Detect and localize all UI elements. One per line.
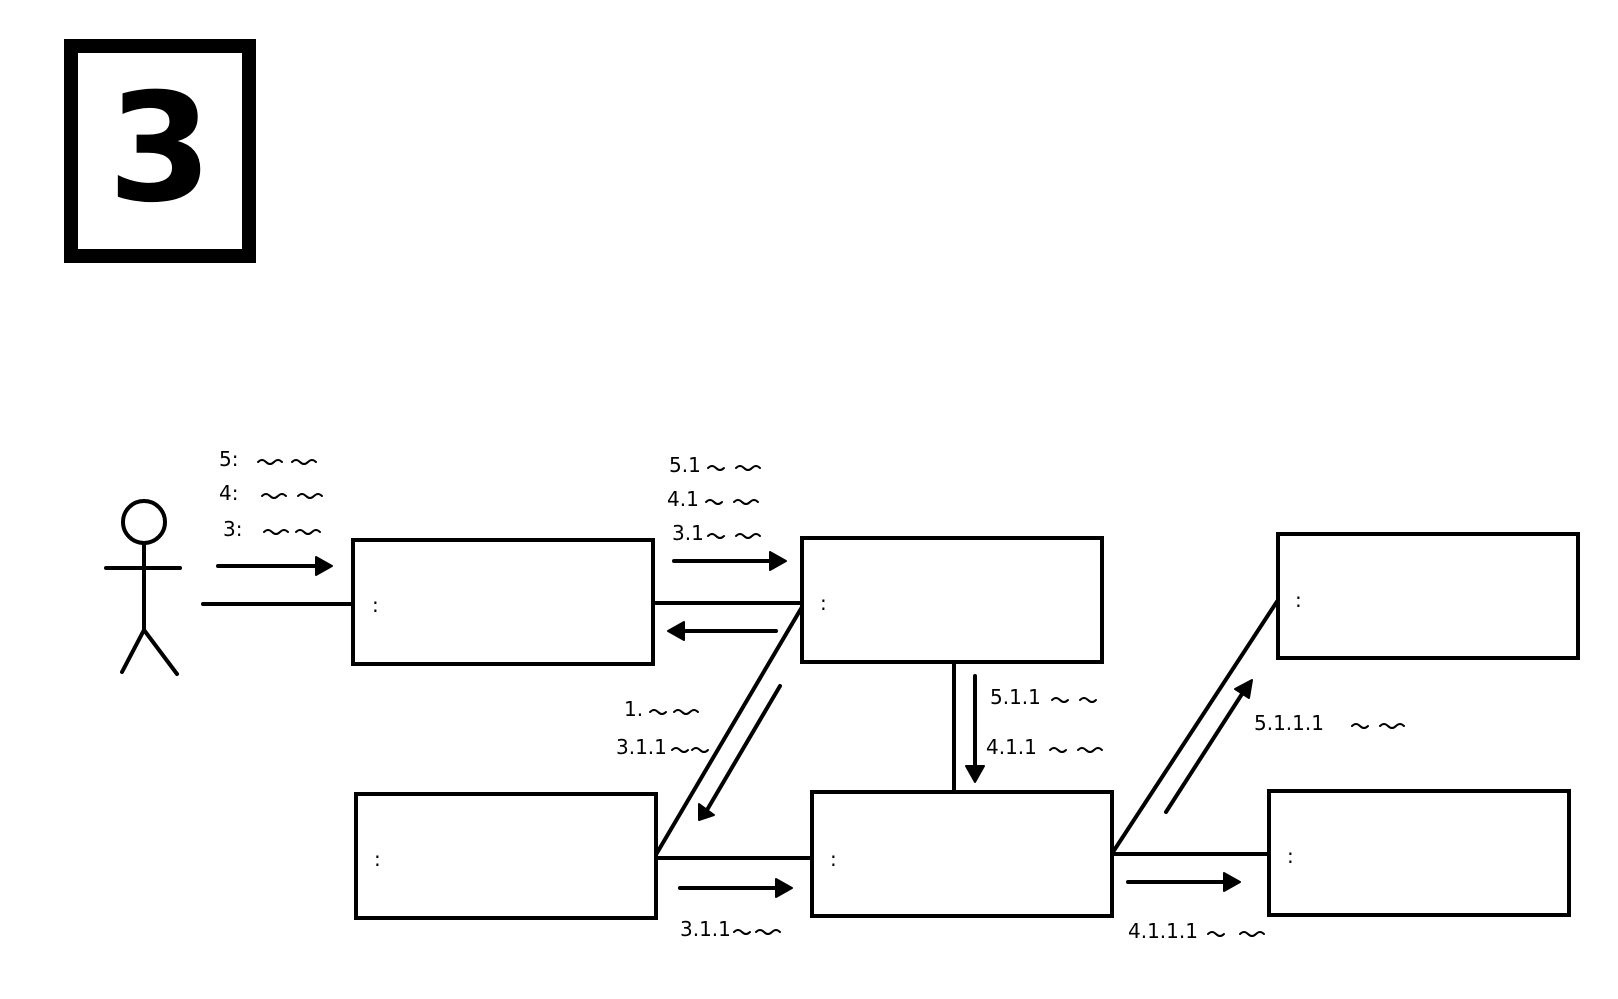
object-marker-1: : bbox=[372, 593, 379, 617]
message-label: 4.1 bbox=[667, 487, 699, 511]
message-label: 4.1.1.1 bbox=[1128, 919, 1198, 943]
message-squiggle bbox=[707, 533, 761, 539]
messages-obj4-obj6: 4.1.1.1 bbox=[1128, 919, 1265, 943]
arrow-obj3-obj4 bbox=[678, 878, 793, 898]
message-squiggle bbox=[1049, 747, 1103, 753]
object-box-6 bbox=[1267, 789, 1571, 917]
object-marker-4: : bbox=[830, 847, 837, 871]
message-squiggle bbox=[733, 929, 781, 935]
message-squiggle bbox=[257, 459, 317, 465]
message-squiggle bbox=[671, 747, 709, 753]
badge-frame bbox=[64, 39, 256, 263]
step-badge: 3 bbox=[64, 39, 256, 263]
arrow-obj1-obj2 bbox=[672, 551, 787, 571]
object-box-4 bbox=[810, 790, 1114, 918]
message-label: 5.1.1.1 bbox=[1254, 711, 1324, 735]
message-label: 5.1 bbox=[669, 453, 701, 477]
message-squiggle bbox=[1051, 697, 1097, 703]
object-box-2 bbox=[800, 536, 1104, 664]
object-box-3 bbox=[354, 792, 658, 920]
actor-figure bbox=[104, 499, 182, 676]
message-label: 4.1.1 bbox=[986, 735, 1037, 759]
message-squiggle bbox=[263, 529, 321, 535]
arrow-obj4-obj5 bbox=[1164, 679, 1253, 814]
arrow-obj2-obj3 bbox=[698, 684, 782, 821]
arrow-obj2-obj4 bbox=[965, 674, 985, 783]
arrow-actor-obj1 bbox=[216, 556, 333, 576]
message-squiggle bbox=[707, 465, 761, 471]
message-squiggle bbox=[1207, 931, 1265, 937]
message-label: 3.1.1 bbox=[680, 917, 731, 941]
object-marker-6: : bbox=[1287, 844, 1294, 868]
message-squiggle bbox=[1351, 723, 1405, 729]
messages-actor-obj1: 5: 4: 3: bbox=[219, 447, 323, 541]
arrow-obj4-obj6 bbox=[1126, 872, 1241, 892]
actor-leg-right bbox=[142, 628, 179, 676]
message-squiggle bbox=[261, 493, 323, 499]
message-label: 1. bbox=[624, 697, 643, 721]
actor-leg-left bbox=[120, 628, 146, 674]
actor-head bbox=[121, 499, 167, 545]
messages-obj3-obj4: 3.1.1 bbox=[680, 917, 781, 941]
message-squiggle bbox=[649, 709, 699, 715]
message-label: 5.1.1 bbox=[990, 685, 1041, 709]
messages-obj2-obj4: 5.1.1 4.1.1 bbox=[986, 685, 1103, 759]
message-label: 3.1.1 bbox=[616, 735, 667, 759]
link-obj2-obj3 bbox=[652, 605, 804, 860]
arrow-obj2-obj1-return bbox=[667, 621, 778, 641]
object-marker-3: : bbox=[374, 847, 381, 871]
message-label: 3.1 bbox=[672, 521, 704, 545]
badge-number: 3 bbox=[108, 62, 212, 236]
messages-obj1-obj2: 5.1 4.1 3.1 bbox=[667, 453, 761, 545]
object-marker-5: : bbox=[1295, 588, 1302, 612]
message-label: 4: bbox=[219, 481, 238, 505]
message-label: 5: bbox=[219, 447, 238, 471]
object-box-5 bbox=[1276, 532, 1580, 660]
object-marker-2: : bbox=[820, 591, 827, 615]
messages-obj2-obj3: 1. 3.1.1 bbox=[616, 697, 709, 759]
link-obj4-obj5 bbox=[1111, 598, 1280, 854]
object-box-1 bbox=[351, 538, 655, 666]
messages-obj4-obj5: 5.1.1.1 bbox=[1254, 711, 1405, 735]
message-label: 3: bbox=[223, 517, 242, 541]
message-squiggle bbox=[705, 499, 759, 505]
